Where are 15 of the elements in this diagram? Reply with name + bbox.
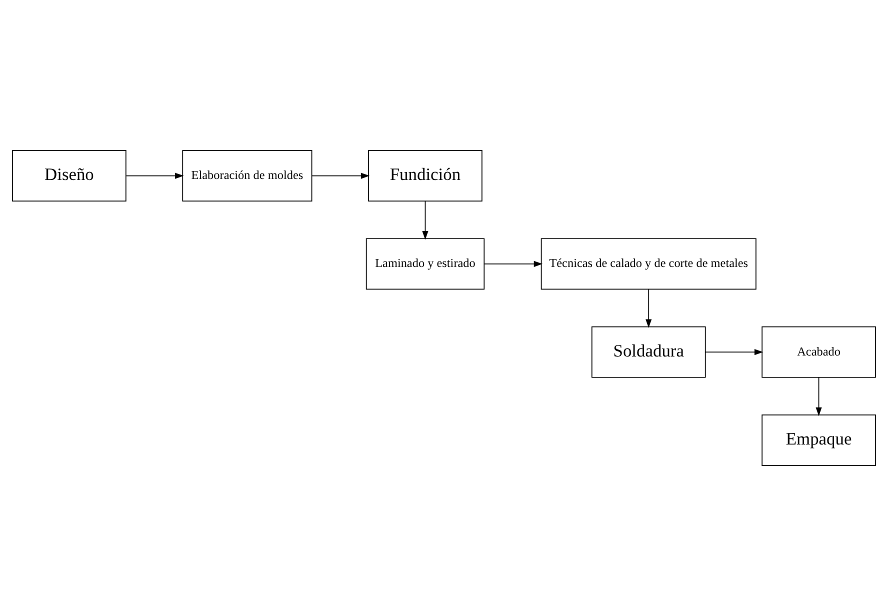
node-box: Elaboración de moldes xyxy=(182,150,312,202)
arrow xyxy=(311,172,370,179)
arrow xyxy=(816,377,822,416)
node-box: Técnicas de calado y de corte de metales xyxy=(540,238,756,290)
node-box: Soldadura xyxy=(591,326,706,378)
node-box: Fundición xyxy=(368,150,482,202)
node-box: Laminado y estirado xyxy=(366,238,485,290)
arrow xyxy=(422,200,428,240)
arrow xyxy=(646,288,652,328)
node-box: Acabado xyxy=(762,326,876,378)
node-box: Empaque xyxy=(762,414,876,466)
arrow xyxy=(705,349,764,356)
arrow xyxy=(484,260,543,267)
arrow xyxy=(126,172,184,179)
node-box: Diseño xyxy=(12,150,126,202)
